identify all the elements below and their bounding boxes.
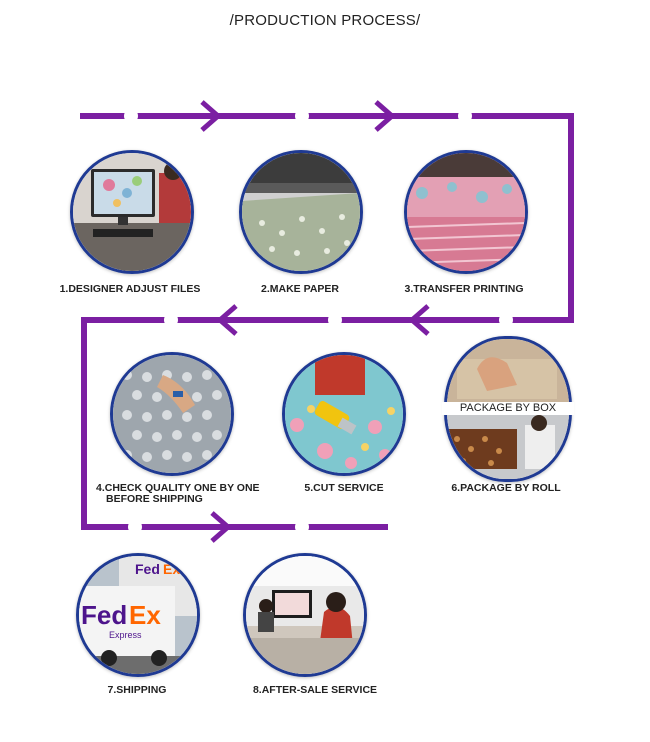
arrow-left-icon (408, 304, 430, 336)
package-by-box-caption: PACKAGE BY BOX (442, 402, 574, 415)
step-make-paper (239, 150, 363, 274)
flow-dot (328, 313, 342, 327)
svg-text:Fed: Fed (135, 561, 160, 577)
flow-dot (295, 520, 309, 534)
fedex-truck-photo: Fed Ex Express Fed Ex (76, 553, 200, 677)
flow-dot (124, 109, 138, 123)
step-4-label: 4.CHECK QUALITY ONE BY ONE (96, 482, 260, 494)
step-transfer-printing (404, 150, 528, 274)
step-4-label-line2: BEFORE SHIPPING (106, 493, 203, 505)
step-7-label: 7.SHIPPING (107, 684, 167, 696)
after-sale-office-photo (243, 553, 367, 677)
flow-dot (458, 109, 472, 123)
step-6-label: 6.PACKAGE BY ROLL (451, 482, 561, 494)
step-check-quality (110, 352, 234, 476)
arrow-left-icon (216, 304, 238, 336)
flow-dot (128, 520, 142, 534)
step-5-label: 5.CUT SERVICE (304, 482, 384, 494)
truck-brand-text: Fed (81, 600, 127, 630)
designer-photo (70, 150, 194, 274)
paper-printer-photo (239, 150, 363, 274)
cut-service-photo (282, 352, 406, 476)
arrow-right-icon (374, 100, 396, 132)
step-after-sale-service (243, 553, 367, 677)
step-8-label: 8.AFTER-SALE SERVICE (252, 684, 378, 696)
arrow-right-icon (210, 511, 232, 543)
flow-dot (295, 109, 309, 123)
flow-dot (499, 313, 513, 327)
step-2-label: 2.MAKE PAPER (261, 283, 339, 295)
page-title: /PRODUCTION PROCESS/ (229, 12, 421, 29)
transfer-printing-photo (404, 150, 528, 274)
step-shipping: Fed Ex Express Fed Ex (76, 553, 200, 677)
svg-text:Express: Express (109, 630, 142, 640)
step-3-label: 3.TRANSFER PRINTING (404, 283, 524, 295)
step-package (444, 336, 572, 482)
step-designer-adjust-files (70, 150, 194, 274)
svg-text:Ex: Ex (129, 600, 161, 630)
step-cut-service (282, 352, 406, 476)
step-1-label: 1.DESIGNER ADJUST FILES (59, 283, 201, 295)
quality-check-photo (110, 352, 234, 476)
arrow-right-icon (200, 100, 222, 132)
svg-text:Ex: Ex (163, 561, 180, 577)
flow-dot (164, 313, 178, 327)
